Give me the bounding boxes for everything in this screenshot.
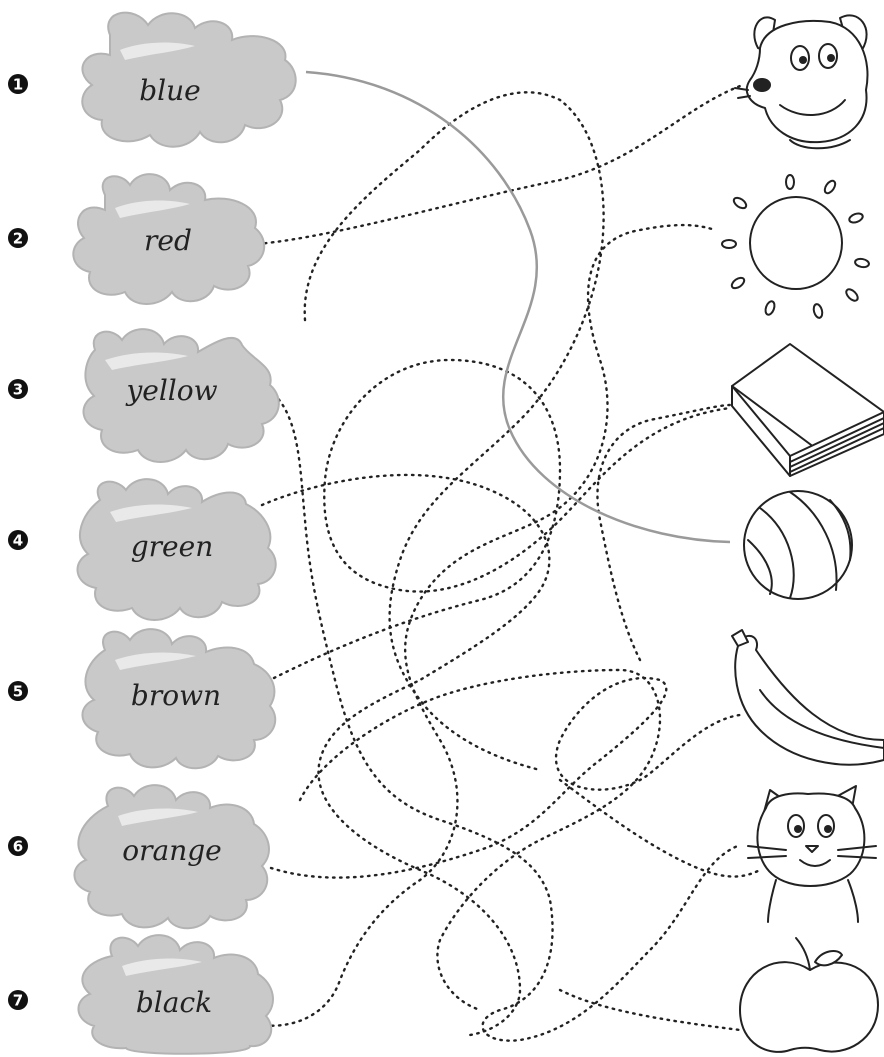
maze-line-red (256, 84, 742, 246)
number-marker-7: 7 (8, 990, 28, 1010)
number-marker-1: 1 (8, 74, 28, 94)
svg-text:1: 1 (13, 76, 23, 94)
maze-line-green (260, 473, 551, 1037)
apple-icon (739, 937, 879, 1053)
paint-splat-orange: orange (73, 784, 270, 930)
maze-line-extra-2 (298, 668, 662, 1012)
color-word-brown: brown (131, 679, 221, 712)
color-word-green: green (131, 530, 213, 563)
solved-line-blue (305, 70, 731, 544)
svg-text:6: 6 (13, 838, 23, 856)
maze-line-orange (269, 676, 742, 879)
svg-text:4: 4 (13, 532, 23, 550)
svg-text:5: 5 (13, 683, 23, 701)
maze-line-extra-4 (558, 778, 762, 878)
paint-splat-yellow: yellow (82, 328, 280, 463)
maze-lines (256, 84, 762, 1042)
paint-splat-black: black (77, 934, 274, 1055)
maze-line-black (256, 223, 717, 1027)
maze-line-yellow (272, 392, 742, 1042)
ball-icon (743, 490, 853, 600)
number-marker-2: 2 (8, 228, 28, 248)
maze-line-extra-5 (558, 988, 742, 1032)
word-blobs: blue red yellow green brown orange (72, 11, 297, 1055)
pictures (721, 14, 884, 1053)
number-marker-4: 4 (8, 530, 28, 550)
number-marker-6: 6 (8, 836, 28, 856)
sun-icon (721, 174, 870, 319)
number-markers: 1 2 3 4 5 6 7 (8, 74, 28, 1010)
number-marker-5: 5 (8, 681, 28, 701)
color-word-red: red (144, 224, 192, 257)
color-word-yellow: yellow (124, 374, 217, 407)
book-icon (731, 343, 884, 477)
svg-text:7: 7 (13, 992, 23, 1010)
paint-splat-blue: blue (81, 11, 297, 148)
color-word-blue: blue (139, 74, 200, 107)
dog-icon (734, 14, 869, 150)
paint-splat-red: red (72, 173, 266, 305)
maze-line-brown (272, 358, 732, 680)
color-word-black: black (136, 986, 212, 1019)
paint-splat-brown: brown (81, 628, 277, 770)
banana-icon (731, 629, 884, 766)
color-word-orange: orange (122, 834, 221, 867)
svg-text:2: 2 (13, 230, 23, 248)
paint-splat-green: green (76, 478, 277, 621)
cat-icon (747, 785, 877, 923)
maze-line-extra-3 (596, 403, 732, 662)
number-marker-3: 3 (8, 379, 28, 399)
svg-text:3: 3 (13, 381, 23, 399)
maze-line-extra-1 (303, 91, 605, 772)
